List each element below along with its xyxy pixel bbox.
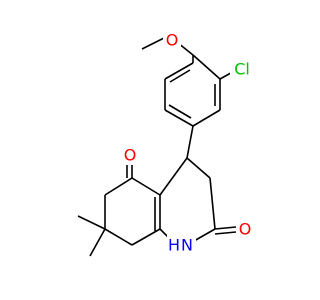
ring-bond <box>209 177 216 230</box>
ring-inner-double-bond <box>169 69 191 83</box>
nitrogen-hydrogen-label: H <box>168 236 180 255</box>
ketone-oxygen-label: O <box>124 146 137 165</box>
methyl-bond <box>77 215 106 230</box>
ring-bond <box>186 157 211 179</box>
ring-inner-double-bond <box>168 104 192 119</box>
lactam-double-bond <box>214 226 237 230</box>
ring-bond <box>164 62 194 80</box>
ring-bond <box>164 109 194 127</box>
gem-dimethyl <box>77 215 106 257</box>
atom-labels: O Cl O O N H <box>121 30 254 255</box>
ring-bond <box>192 54 221 80</box>
chlorophenyl-ring <box>164 54 221 127</box>
methyl-bond <box>89 228 106 257</box>
lactam-double-bond <box>214 231 237 235</box>
ring-bond <box>159 157 188 196</box>
aryl-c4-bond <box>186 125 194 159</box>
hexahydroquinoline-core <box>104 157 216 246</box>
methoxy-oxygen-label: O <box>166 31 179 50</box>
methyl-o-bond <box>141 36 167 50</box>
lactam-group <box>214 226 237 235</box>
lactam-oxygen-label: O <box>239 220 252 239</box>
chlorine-label: Cl <box>234 60 250 79</box>
ring-bond <box>192 109 221 127</box>
ring-bond <box>131 177 161 196</box>
aryl-link <box>186 125 194 159</box>
ring-bond <box>104 228 133 246</box>
nitrogen-label: N <box>181 236 193 255</box>
molecule-structure: O Cl O O N H <box>77 30 254 257</box>
ring-bond <box>104 177 133 196</box>
ring-bond <box>131 228 161 246</box>
